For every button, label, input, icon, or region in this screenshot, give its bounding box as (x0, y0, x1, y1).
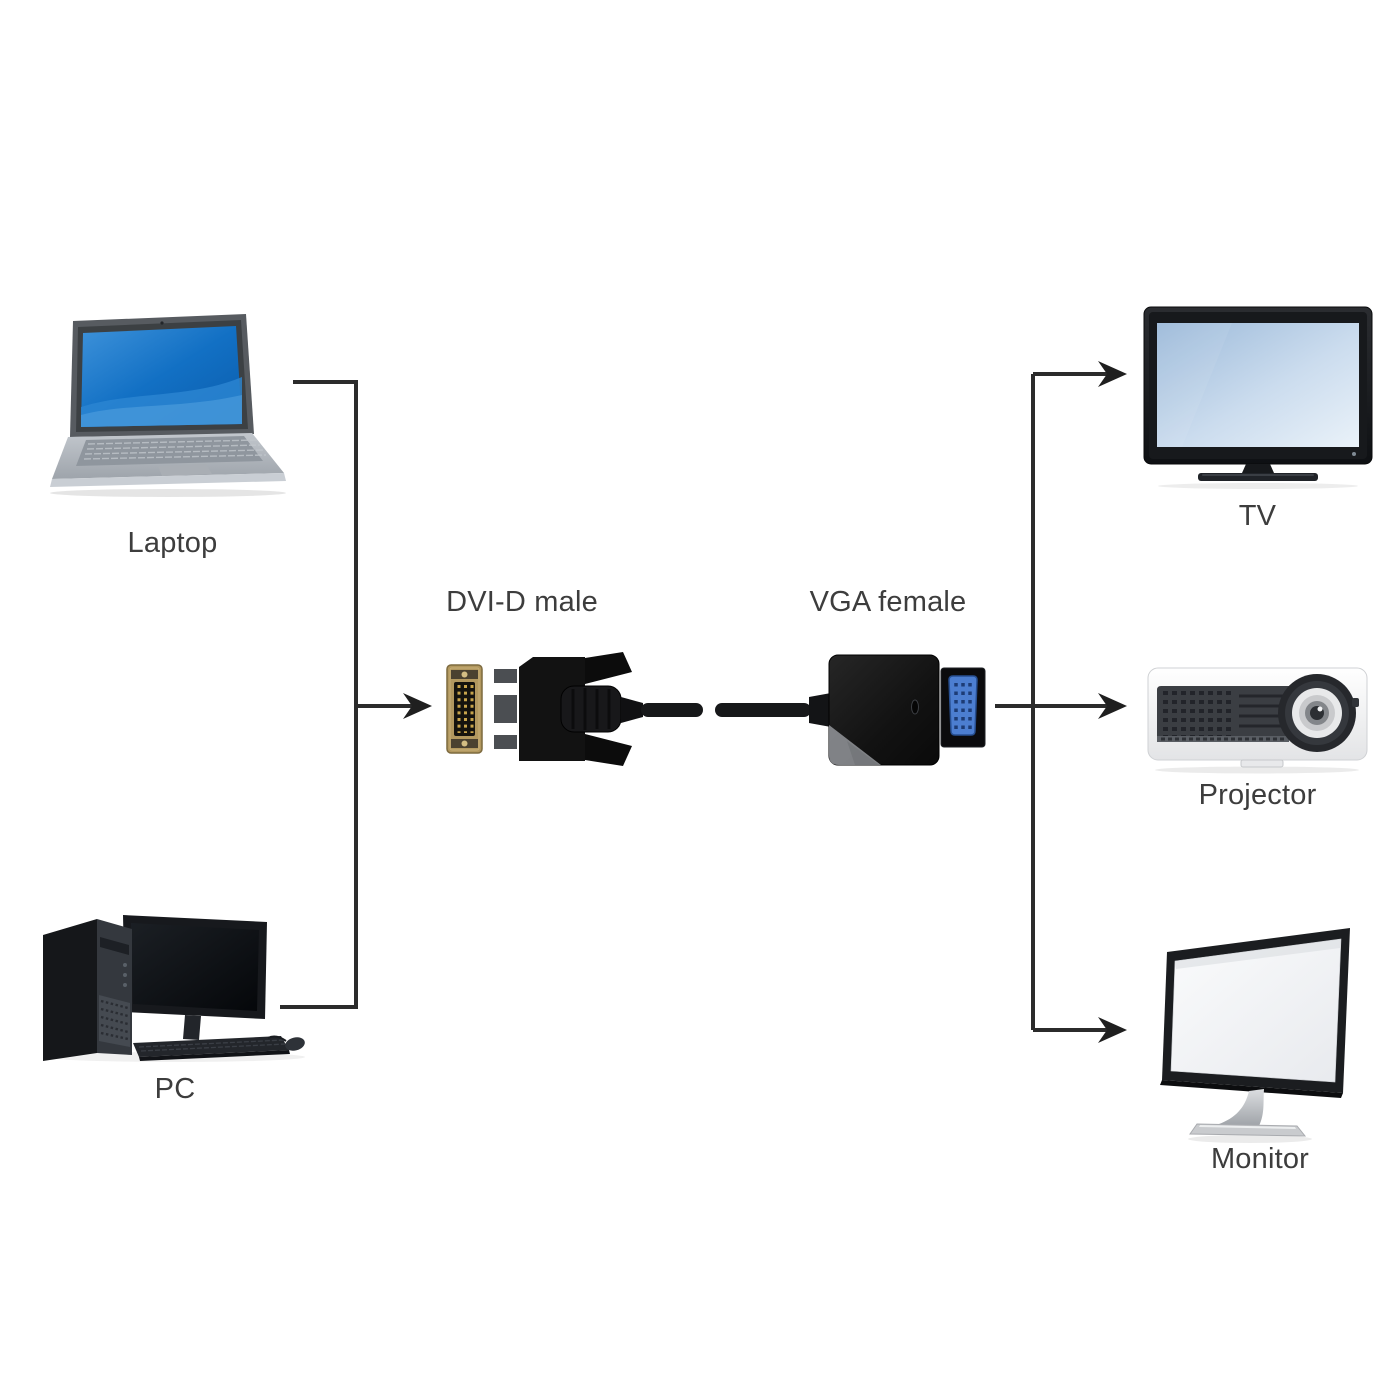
pc-optical-drive (100, 937, 129, 955)
arrowhead-to-monitor (1098, 1017, 1127, 1043)
adapter-reflection (829, 725, 881, 765)
projector-illustration (1147, 667, 1368, 774)
vga-port (940, 667, 986, 748)
vga-adapter-body (828, 654, 940, 766)
pc-keyboard (133, 1036, 290, 1061)
laptop-device: Laptop (40, 303, 305, 560)
tv-label: TV (1238, 500, 1277, 532)
dvi-male-label: DVI-D male (446, 586, 598, 618)
arrowhead-to-projector (1098, 693, 1127, 719)
monitor-stand (1189, 1089, 1307, 1137)
pc-mouse (267, 1035, 305, 1051)
pc-monitor-screen (131, 923, 259, 1011)
dvi-thumbscrew-top (585, 652, 632, 684)
adapter-cable-right (715, 703, 811, 717)
display-branch-lines (995, 372, 1107, 1032)
adapter-cable-stub (809, 693, 831, 727)
source-merge-line (280, 380, 358, 1009)
laptop-label: Laptop (127, 527, 218, 559)
adapter-assembly (435, 645, 1010, 775)
projector-sensor (1352, 698, 1359, 707)
arrowhead-to-tv (1098, 361, 1127, 387)
tv-illustration (1143, 306, 1373, 489)
pc-illustration (43, 915, 305, 1062)
laptop-lid (70, 314, 254, 437)
dvi-bottom-screw (461, 740, 468, 747)
dvi-vga-adapter-illustration (446, 652, 986, 766)
dvi-strain-relief (560, 685, 622, 733)
dvi-thumbscrew-bottom (585, 734, 632, 766)
vga-female-label: VGA female (809, 586, 967, 618)
dvi-plug-black (494, 652, 643, 766)
pc-device: PC (35, 895, 315, 1106)
monitor-screen (1170, 938, 1342, 1083)
laptop-webcam-icon (160, 321, 164, 325)
projector-device: Projector (1145, 660, 1370, 812)
laptop-illustration (50, 314, 286, 497)
tv-screen (1157, 323, 1359, 447)
projector-foot (1240, 759, 1284, 768)
pc-label: PC (154, 1073, 196, 1105)
adapter-cable-left (641, 703, 703, 717)
dvi-pin-slot (454, 682, 475, 736)
monitor-illustration (1160, 928, 1350, 1143)
tv-stand (1198, 464, 1318, 481)
monitor-label: Monitor (1210, 1143, 1310, 1175)
tv-power-led (1352, 452, 1356, 456)
projector-label: Projector (1198, 779, 1317, 811)
pc-monitor (123, 915, 267, 1040)
monitor-device: Monitor (1145, 915, 1375, 1176)
laptop-base (50, 433, 286, 497)
projector-lens (1278, 674, 1356, 752)
projector-vents (1157, 686, 1289, 742)
tv-device: TV (1140, 300, 1375, 533)
dvi-top-screw (461, 671, 468, 678)
dvi-plug-gold (446, 664, 483, 754)
arrowhead-to-adapter (403, 693, 432, 719)
laptop-touchpad (158, 464, 212, 476)
adapter-indent (911, 699, 919, 715)
monitor-frame (1160, 928, 1350, 1098)
pc-tower (43, 919, 132, 1061)
